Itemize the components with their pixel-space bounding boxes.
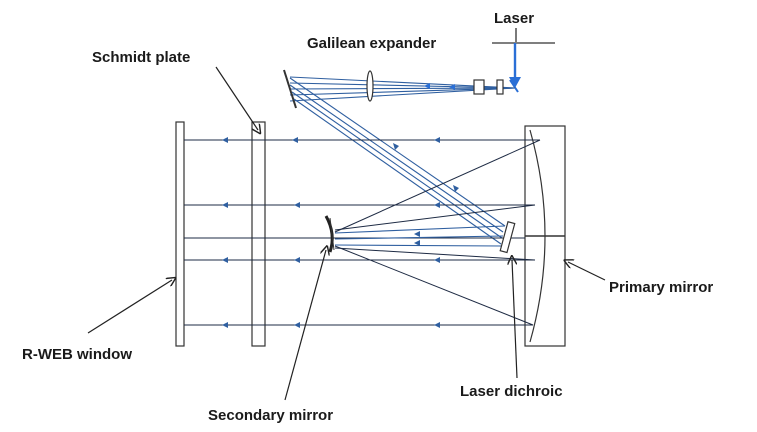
secondary-leader — [284, 250, 326, 401]
laser-source — [492, 42, 555, 93]
schmidt-leader — [215, 66, 258, 130]
galilean-expander-label: Galilean expander — [307, 35, 436, 52]
dichroic-leader — [512, 260, 518, 379]
laser-dichroic-element — [499, 220, 516, 254]
schmidt-plate-label: Schmidt plate — [92, 49, 190, 66]
primary-mirror-element — [524, 125, 566, 347]
rweb-window-element — [175, 121, 185, 347]
schmidt-plate-element — [251, 121, 266, 347]
laser-beam-diagonal — [289, 77, 506, 245]
secondary-mirror-element — [324, 215, 335, 253]
reflected-rays — [334, 139, 541, 326]
rweb-leader — [87, 280, 172, 334]
galilean-expander — [283, 69, 516, 109]
rweb-window-label: R-WEB window — [22, 346, 132, 363]
primary-mirror-label: Primary mirror — [609, 279, 713, 296]
primary-leader — [568, 262, 606, 281]
secondary-mirror-label: Secondary mirror — [208, 407, 333, 424]
laser-label: Laser — [494, 10, 534, 27]
laser-dichroic-label: Laser dichroic — [460, 383, 563, 400]
incoming-rays — [184, 137, 540, 328]
